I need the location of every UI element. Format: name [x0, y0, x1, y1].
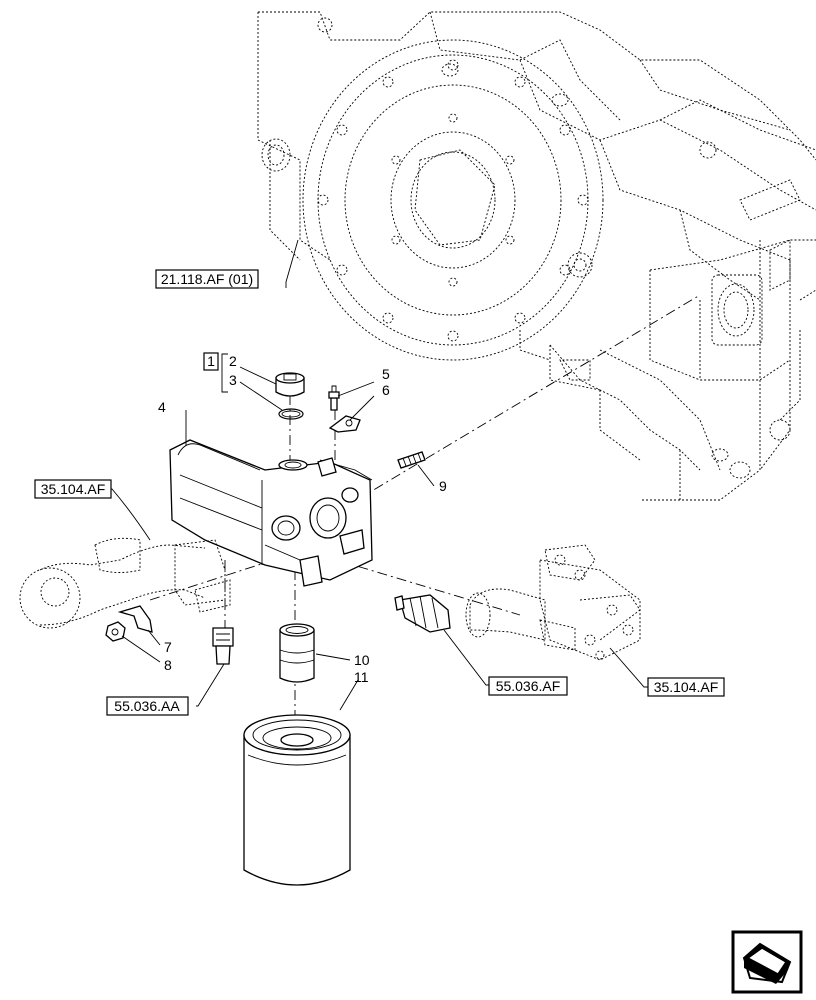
svg-text:35.104.AF: 35.104.AF [654, 679, 719, 695]
hydraulic-pump-right [465, 544, 641, 661]
filter-cartridge-part-11 [243, 714, 351, 886]
pressure-sensor-left [212, 627, 234, 665]
callout-4: 4 [158, 399, 166, 415]
stud-part-9 [397, 451, 426, 469]
callout-9: 9 [439, 478, 447, 494]
o-ring-part-3 [278, 408, 304, 420]
bracket-part-7 [117, 605, 153, 633]
svg-text:35.104.AF: 35.104.AF [41, 481, 106, 497]
fitting-part-5 [328, 385, 340, 411]
callout-5: 5 [382, 366, 390, 382]
callout-10: 10 [354, 652, 370, 668]
kit-indicator-box: 1 [203, 352, 219, 371]
ref-box-sensor-right[interactable]: 55.036.AF [488, 676, 568, 696]
next-page-arrow-icon[interactable] [731, 930, 803, 994]
flywheel-housing [302, 39, 604, 361]
ref-box-sensor-bottom[interactable]: 55.036.AA [106, 696, 189, 716]
svg-text:55.036.AA: 55.036.AA [114, 698, 180, 714]
ref-box-hose-left[interactable]: 35.104.AF [34, 479, 112, 499]
plug-part-2 [275, 372, 305, 397]
svg-text:1: 1 [207, 353, 215, 369]
callout-8: 8 [164, 657, 172, 673]
ref-box-flywheel[interactable]: 21.118.AF (01) [155, 269, 259, 289]
bracket-part-6 [328, 415, 361, 433]
callout-7: 7 [164, 639, 172, 655]
flywheel-bolt-holes [317, 59, 589, 342]
callout-3: 3 [229, 372, 237, 388]
nut-part-8 [105, 621, 126, 642]
adapter-sleeve-part-10 [279, 623, 315, 683]
pressure-sensor-right [394, 594, 451, 633]
callout-2: 2 [229, 353, 237, 369]
callout-11: 11 [354, 669, 369, 685]
ref-box-pump-right[interactable]: 35.104.AF [647, 677, 725, 697]
svg-text:55.036.AF: 55.036.AF [496, 678, 561, 694]
callout-6: 6 [382, 382, 390, 398]
callout-numbers: 2 3 4 5 6 7 8 9 10 11 [158, 353, 447, 685]
engine-block-outline [257, 11, 816, 501]
callout-leader-lines [86, 239, 648, 711]
svg-text:21.118.AF (01): 21.118.AF (01) [161, 271, 253, 287]
filter-head-part-4 [169, 439, 373, 587]
hydraulic-hose-left [19, 537, 231, 629]
